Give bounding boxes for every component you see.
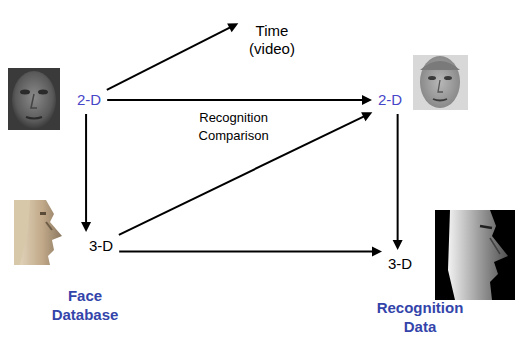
- label-text: Recognition Data: [377, 299, 464, 335]
- profile-render: [435, 210, 515, 300]
- text-node: 3-D: [385, 253, 415, 275]
- edge-label: Recognition Comparison: [179, 109, 289, 145]
- face-photo: [8, 68, 60, 130]
- node-text: Time (video): [244, 22, 300, 58]
- caption-label: Face Database: [35, 286, 135, 324]
- text-node: 2-D: [74, 89, 104, 111]
- label-text: Face Database: [52, 287, 119, 323]
- node-text: 2-D: [378, 91, 402, 109]
- node-text: 3-D: [388, 255, 412, 273]
- connector-arrow: [85, 114, 87, 224]
- caption-label: Recognition Data: [365, 298, 475, 336]
- node-text: 2-D: [77, 91, 101, 109]
- connector-arrow: [107, 27, 231, 90]
- text-node: 3-D: [86, 235, 116, 257]
- text-node: Time (video): [241, 20, 303, 60]
- connector-arrow: [119, 251, 374, 253]
- edge-label-text: Recognition Comparison: [199, 110, 269, 143]
- arrow-head: [227, 23, 238, 32]
- connector-arrow: [397, 114, 399, 242]
- arrow-head: [81, 222, 91, 232]
- arrow-head: [362, 95, 372, 105]
- node-text: 3-D: [89, 237, 113, 255]
- text-node: 2-D: [375, 89, 405, 111]
- arrow-head: [393, 240, 403, 250]
- arrow-head: [361, 112, 372, 121]
- connector-arrow: [107, 99, 364, 101]
- face-photo: [413, 55, 468, 110]
- profile-model: [14, 200, 62, 265]
- arrow-head: [372, 247, 382, 257]
